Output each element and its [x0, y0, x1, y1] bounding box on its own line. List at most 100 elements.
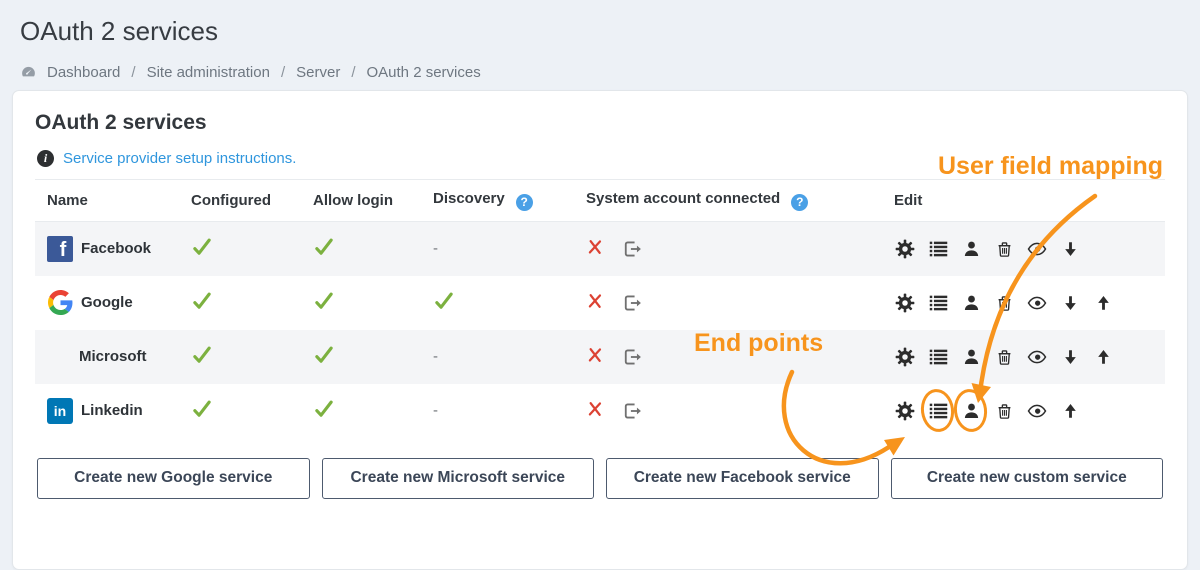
arrow-up-icon[interactable] [1059, 399, 1081, 423]
system-account-cell [574, 222, 882, 276]
oauth2-services-card: OAuth 2 services i Service provider setu… [12, 90, 1188, 570]
discovery-cell: - [421, 222, 574, 276]
edit-cell [882, 330, 1165, 384]
check-icon [191, 238, 213, 262]
eye-icon[interactable] [1026, 345, 1048, 369]
create-new-google-service-button[interactable]: Create new Google service [37, 457, 310, 499]
edit-cell [882, 384, 1165, 438]
discovery-cell: - [421, 384, 574, 438]
card-heading: OAuth 2 services [35, 111, 207, 134]
user-icon[interactable] [960, 237, 982, 261]
linkedin-logo: in [47, 397, 73, 424]
check-icon [313, 400, 335, 424]
configured-cell [179, 330, 301, 384]
gear-icon[interactable] [894, 345, 916, 369]
breadcrumb-separator: / [280, 64, 286, 81]
check-icon [313, 346, 335, 370]
table-header-row: Name Configured Allow login Discovery? S… [35, 179, 1165, 222]
eye-icon[interactable] [1026, 291, 1048, 315]
gear-icon[interactable] [894, 237, 916, 261]
services-table: Name Configured Allow login Discovery? S… [35, 179, 1165, 438]
breadcrumb-item-oauth2-services[interactable]: OAuth 2 services [366, 64, 481, 81]
configured-cell [179, 276, 301, 330]
list-icon[interactable] [927, 399, 949, 423]
list-icon[interactable] [927, 345, 949, 369]
system-account-cell [574, 276, 882, 330]
setup-instructions-link[interactable]: Service provider setup instructions. [63, 149, 297, 167]
list-icon[interactable] [927, 237, 949, 261]
configured-cell [179, 222, 301, 276]
column-header-system-account-connected: System account connected? [574, 179, 882, 222]
page-title: OAuth 2 services [20, 16, 218, 46]
trash-icon[interactable] [993, 399, 1015, 423]
user-icon[interactable] [960, 345, 982, 369]
gear-icon[interactable] [894, 399, 916, 423]
breadcrumb: Dashboard / Site administration / Server… [20, 64, 1180, 81]
help-icon[interactable]: ? [515, 193, 533, 211]
list-icon[interactable] [927, 291, 949, 315]
service-name: Microsoft [79, 348, 147, 365]
allow-login-cell [301, 384, 421, 438]
column-header-discovery: Discovery? [421, 179, 574, 222]
trash-icon[interactable] [993, 291, 1015, 315]
discovery-cell [421, 276, 574, 330]
table-row: Google [35, 276, 1165, 330]
check-icon [191, 346, 213, 370]
eye-icon[interactable] [1026, 399, 1048, 423]
connect-system-account-icon[interactable] [621, 399, 643, 423]
create-new-custom-service-button[interactable]: Create new custom service [890, 457, 1163, 499]
cross-icon [586, 400, 604, 422]
check-icon [313, 292, 335, 316]
help-icon[interactable]: ? [791, 193, 809, 211]
service-name: Linkedin [81, 402, 143, 419]
column-header-name: Name [35, 179, 179, 222]
trash-icon[interactable] [993, 237, 1015, 261]
info-icon: i [37, 149, 54, 167]
system-account-cell [574, 330, 882, 384]
google-logo [47, 290, 73, 316]
dash-text: - [433, 402, 438, 419]
arrow-down-icon[interactable] [1059, 237, 1081, 261]
breadcrumb-item-server[interactable]: Server [296, 64, 341, 81]
create-new-microsoft-service-button[interactable]: Create new Microsoft service [321, 457, 594, 499]
service-name-cell: Google [35, 276, 179, 330]
dash-text: - [433, 348, 438, 365]
service-name: Facebook [81, 240, 152, 258]
edit-cell [882, 276, 1165, 330]
create-service-buttons: Create new Google service Create new Mic… [35, 457, 1165, 499]
column-header-allow-login: Allow login [301, 179, 421, 222]
arrow-down-icon[interactable] [1059, 291, 1081, 315]
microsoft-logo [47, 345, 71, 369]
cross-icon [586, 292, 604, 314]
allow-login-cell [301, 330, 421, 384]
trash-icon[interactable] [993, 345, 1015, 369]
column-header-edit: Edit [882, 179, 1165, 222]
allow-login-cell [301, 276, 421, 330]
edit-cell [882, 222, 1165, 276]
allow-login-cell [301, 222, 421, 276]
breadcrumb-item-dashboard[interactable]: Dashboard [47, 64, 121, 81]
eye-icon[interactable] [1026, 237, 1048, 261]
system-account-cell [574, 384, 882, 438]
service-name-cell: in Linkedin [35, 384, 179, 438]
service-name-cell: Microsoft [35, 330, 179, 384]
user-icon[interactable] [960, 399, 982, 423]
user-icon[interactable] [960, 291, 982, 315]
dash-text: - [433, 240, 438, 258]
connect-system-account-icon[interactable] [621, 291, 643, 315]
page-header: OAuth 2 services Dashboard / Site admini… [0, 0, 1200, 81]
breadcrumb-item-site-administration[interactable]: Site administration [146, 64, 270, 81]
check-icon [433, 292, 455, 316]
arrow-up-icon[interactable] [1092, 291, 1114, 315]
arrow-down-icon[interactable] [1059, 345, 1081, 369]
table-row: Microsoft - [35, 329, 1165, 384]
connect-system-account-icon[interactable] [621, 345, 643, 369]
create-new-facebook-service-button[interactable]: Create new Facebook service [606, 457, 879, 499]
arrow-up-icon[interactable] [1092, 345, 1114, 369]
gear-icon[interactable] [894, 291, 916, 315]
connect-system-account-icon[interactable] [621, 237, 643, 261]
dashboard-icon [20, 64, 37, 81]
configured-cell [179, 384, 301, 438]
